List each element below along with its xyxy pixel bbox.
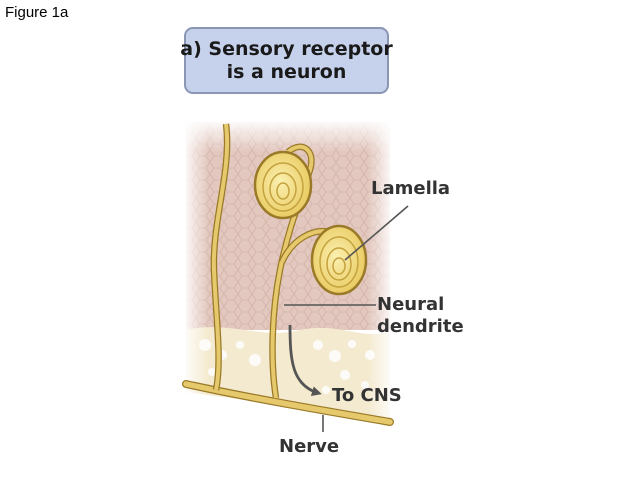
title-box: a) Sensory receptor is a neuron [180,27,393,94]
title-line-1: a) Sensory receptor [180,37,393,60]
nerve-bundle [182,380,394,426]
lower-lamella-capsule [310,224,368,296]
neural-label: Neural [377,294,444,315]
left-dendrite [210,123,231,391]
figure-label: Figure 1a [5,4,69,21]
upper-lamella-capsule [253,150,313,220]
to-cns-label: To CNS [332,385,402,406]
lamella-leader-line [344,205,409,261]
lamella-label: Lamella [371,178,450,199]
nerve-label: Nerve [279,436,339,457]
upper-dendrite [269,143,315,399]
to-cns-arrow [288,324,322,397]
dendrite-label: dendrite [377,316,464,337]
title-line-2: is a neuron [226,60,347,83]
